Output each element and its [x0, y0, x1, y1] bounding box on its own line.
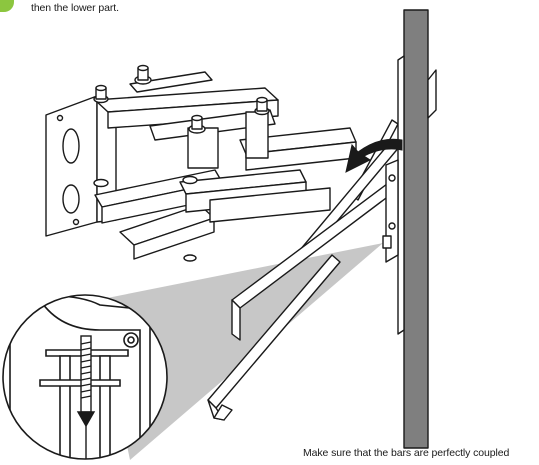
pivot-block [187, 127, 219, 169]
articulating-arm-upper [94, 71, 357, 171]
coupling-hook [382, 159, 399, 263]
articulating-arm-lower [94, 169, 331, 260]
pivot-block [245, 111, 269, 159]
step-marker [0, 0, 14, 12]
bolt-heads [93, 64, 270, 262]
instruction-text: then the lower part. [31, 2, 119, 14]
screw-bolt [76, 335, 96, 459]
coupling-note: Make sure that the bars are perfectly co… [303, 447, 510, 459]
curved-arrow-icon [345, 138, 403, 173]
tv-panel [403, 9, 429, 449]
detail-magnifier [3, 295, 167, 459]
wall-bracket [45, 95, 117, 237]
zoom-cone [97, 243, 383, 460]
